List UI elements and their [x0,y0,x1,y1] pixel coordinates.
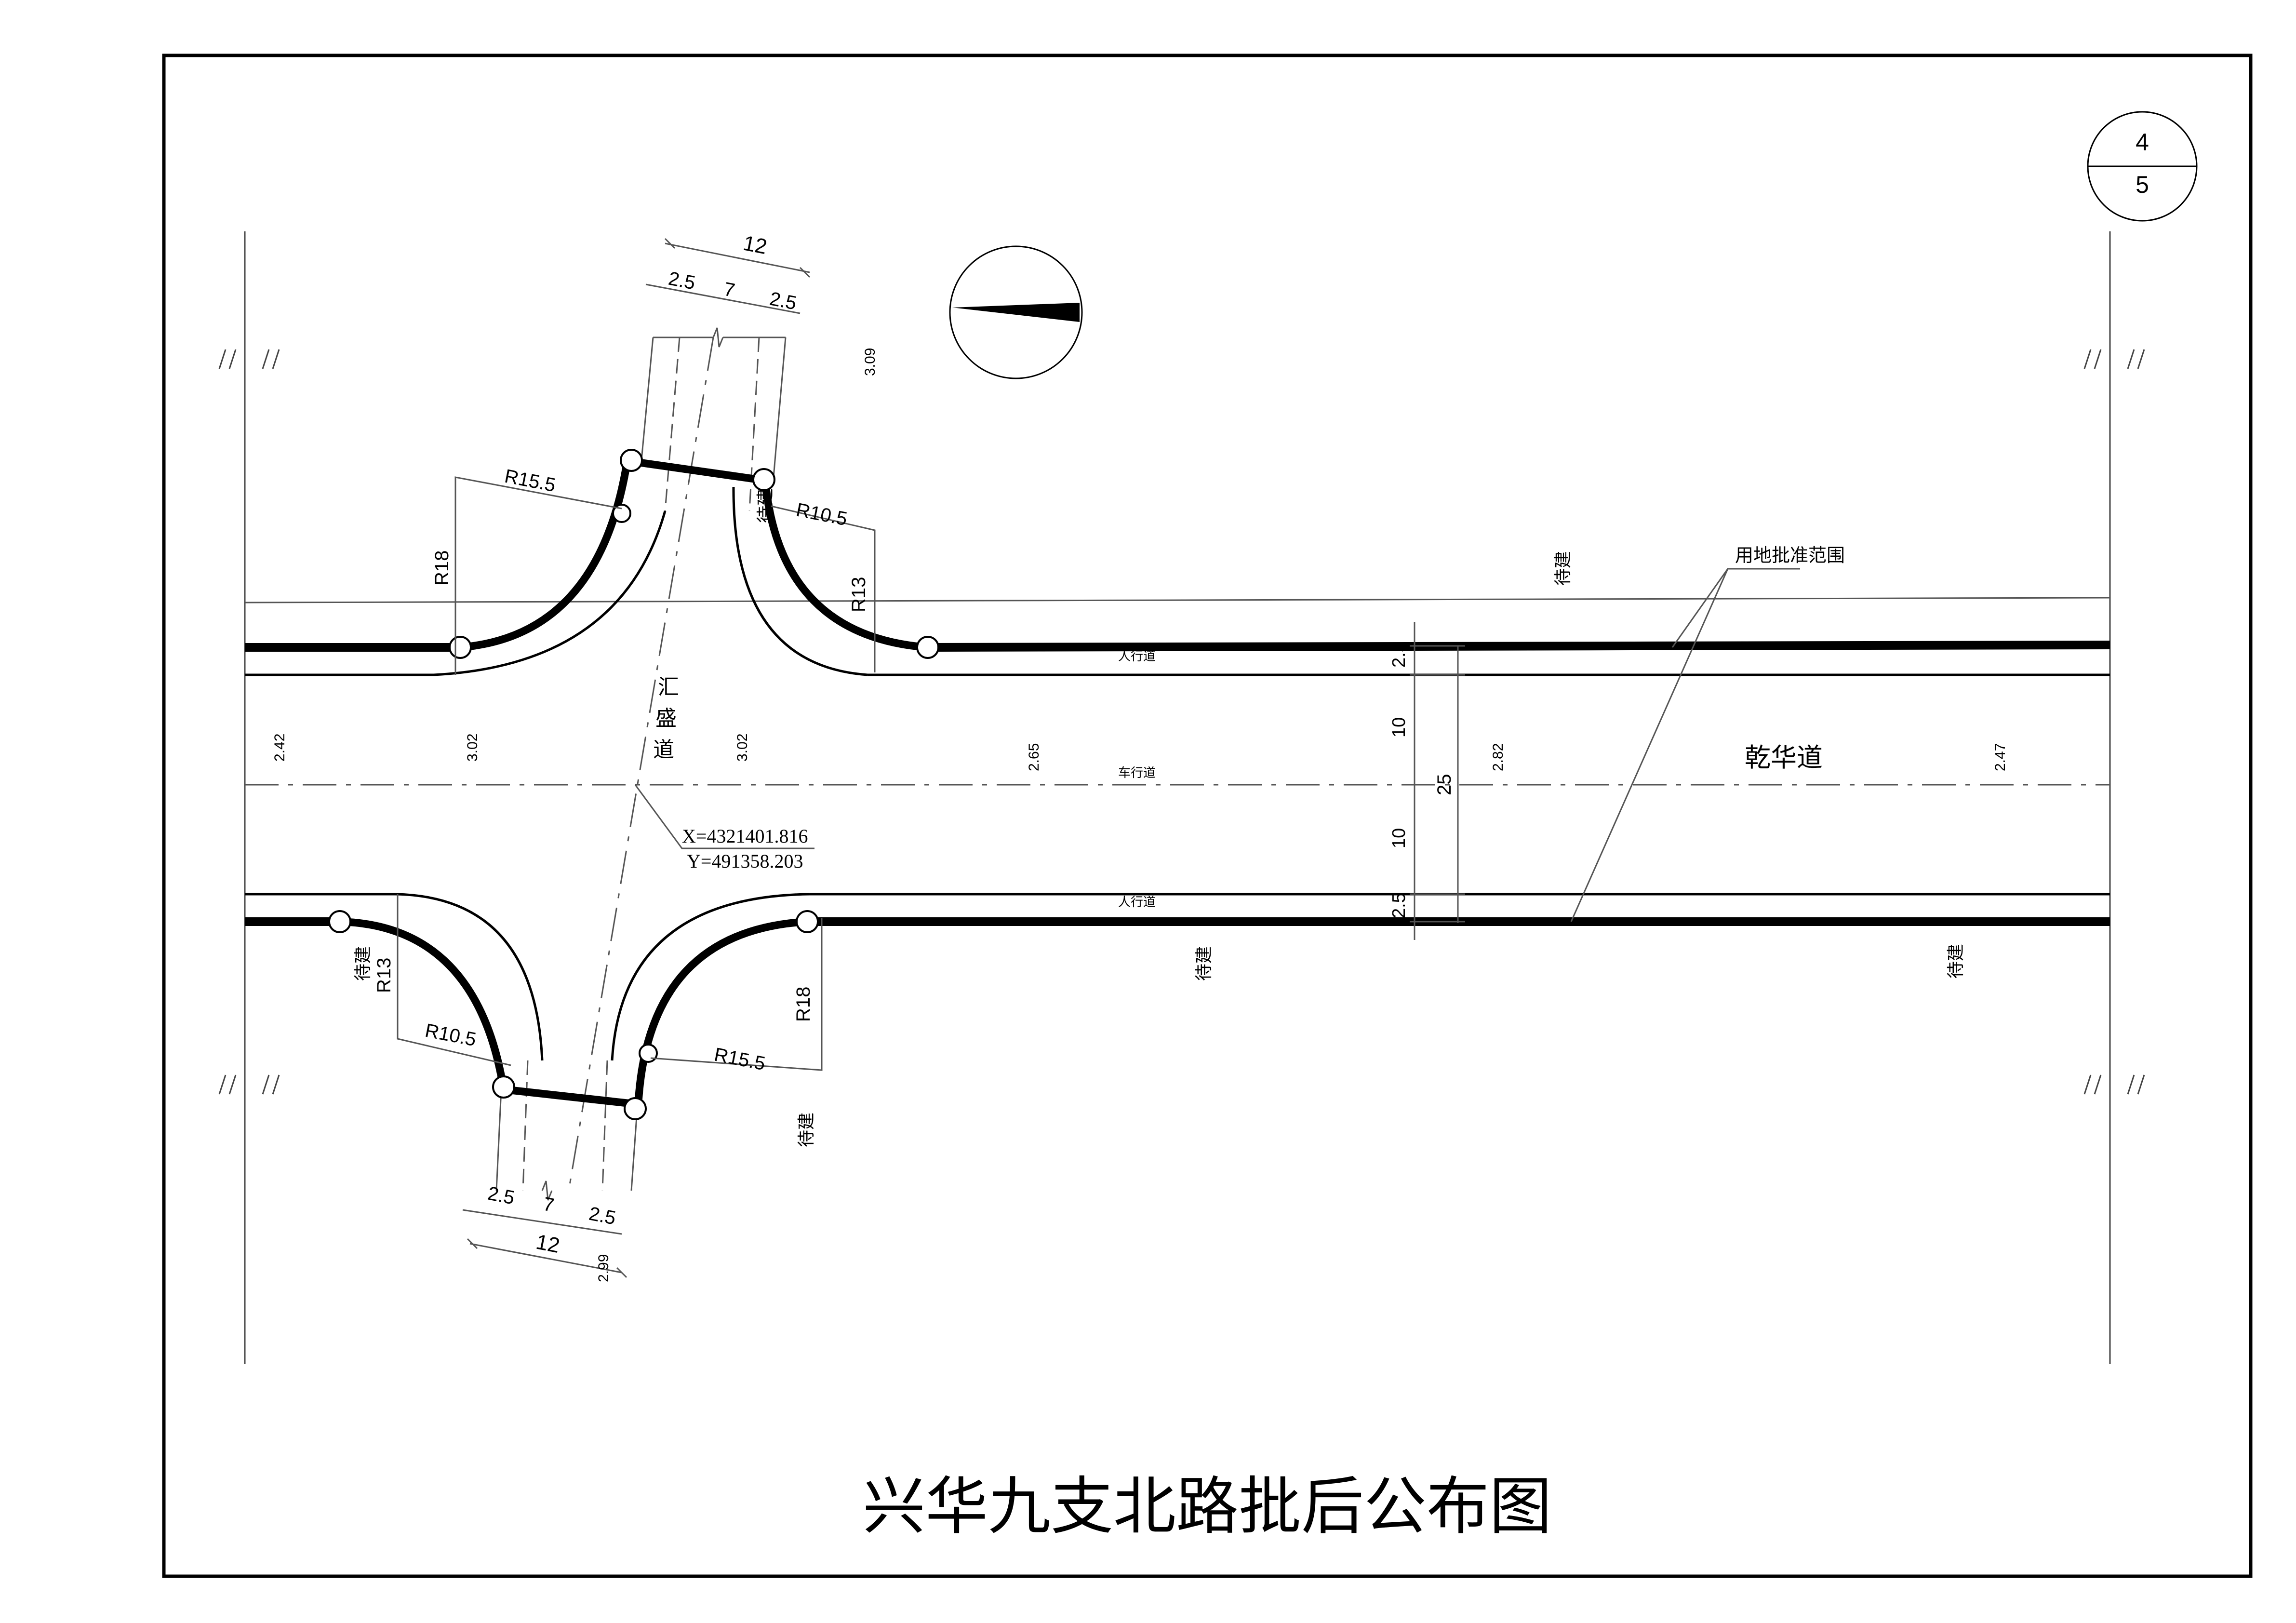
boundary-leader-lines [1570,568,1800,922]
sidewalk-label-south: 人行道 [1118,895,1156,910]
branch-south-total-dim: 12 [534,1230,561,1258]
radius-label-nw-inner: R18 [431,550,453,586]
planned-label-se-corner: 待建 [797,1113,816,1147]
radius-label-se-outer: R15.5 [712,1044,767,1075]
elevation-8: 2.99 [596,1254,612,1282]
elevation-7: 3.09 [862,348,878,376]
sheet-number-badge: 4 5 [2087,111,2198,222]
main-road-name: 乾华道 [1745,742,1823,773]
branch-south-dimensions [462,1209,627,1278]
se-corner-curb [611,893,810,1100]
radius-label-ne-inner: R13 [848,577,869,612]
drawing-title: 兴华九支北路批后公布图 [863,1470,1552,1543]
planned-label-ne-corner: 待建 [756,488,775,523]
sheet-total: 5 [2136,171,2149,198]
main-total-dim: 25 [1434,774,1455,796]
carriageway-label: 车行道 [1118,766,1156,780]
planned-label-north: 待建 [1553,551,1573,586]
radius-label-se-inner: R18 [793,987,814,1022]
ne-corner-curb [732,482,928,676]
boundary-label: 用地批准范围 [1735,545,1845,566]
nw-corner-curb [433,457,760,676]
sw-corner-curb [339,893,634,1108]
elevation-1: 2.42 [272,734,288,762]
branch-north-total-dim: 12 [741,231,769,259]
planned-label-sw: 待建 [353,946,373,981]
branch-road-south [495,1060,640,1201]
branch-south-sidewalk-dim-left: 2.5 [486,1183,516,1209]
radius-label-sw-outer: R10.5 [423,1020,478,1051]
branch-road-name-char-2: 盛 [655,706,677,731]
branch-north-sidewalk-dim-right: 2.5 [768,288,798,314]
main-road-red-lines [245,641,2110,926]
elevation-6: 2.47 [1992,743,2008,771]
coordinate-leader [634,784,814,849]
spot-elevations: 2.42 3.02 3.02 2.65 2.82 2.47 3.09 2.99 [272,348,2008,1282]
radius-leaders [397,476,876,1071]
branch-south-carriageway-dim: 7 [541,1194,556,1216]
drawing-frame [162,54,2253,1578]
north-arrow-icon [949,245,1083,379]
branch-road-name-char-1: 汇 [658,675,679,699]
coordinate-y: Y=491358.203 [687,850,803,872]
branch-south-sidewalk-dim-right: 2.5 [587,1203,617,1229]
branch-road-name-char-3: 道 [653,738,674,762]
elevation-3: 3.02 [734,734,750,762]
sheet-number: 4 [2136,129,2149,156]
main-sidewalk-dim-south: 2.5 [1389,893,1409,918]
coordinate-x: X=4321401.816 [682,825,808,847]
branch-north-dimensions [645,238,811,314]
elevation-5: 2.82 [1490,743,1506,771]
branch-road-centerline [568,337,714,1191]
radius-label-sw-inner: R13 [374,958,395,993]
sidewalk-label-north: 人行道 [1118,649,1156,664]
main-sidewalk-dim-north: 2.5 [1389,642,1409,668]
elevation-2: 3.02 [465,734,481,762]
branch-road-north [640,327,787,511]
branch-north-sidewalk-dim-left: 2.5 [667,268,697,294]
extent-lines [218,231,2145,1364]
planned-label-south-mid: 待建 [1194,946,1214,981]
main-road-dimensions [1410,622,1465,940]
main-half-dim-north: 10 [1389,717,1409,738]
radius-label-ne-outer: R10.5 [794,499,849,530]
radius-label-nw-outer: R15.5 [503,466,557,496]
branch-north-carriageway-dim: 7 [722,279,736,301]
elevation-4: 2.65 [1026,743,1042,771]
land-boundary-line [244,597,2110,604]
main-half-dim-south: 10 [1389,828,1409,848]
planned-label-south-east: 待建 [1946,944,1966,979]
